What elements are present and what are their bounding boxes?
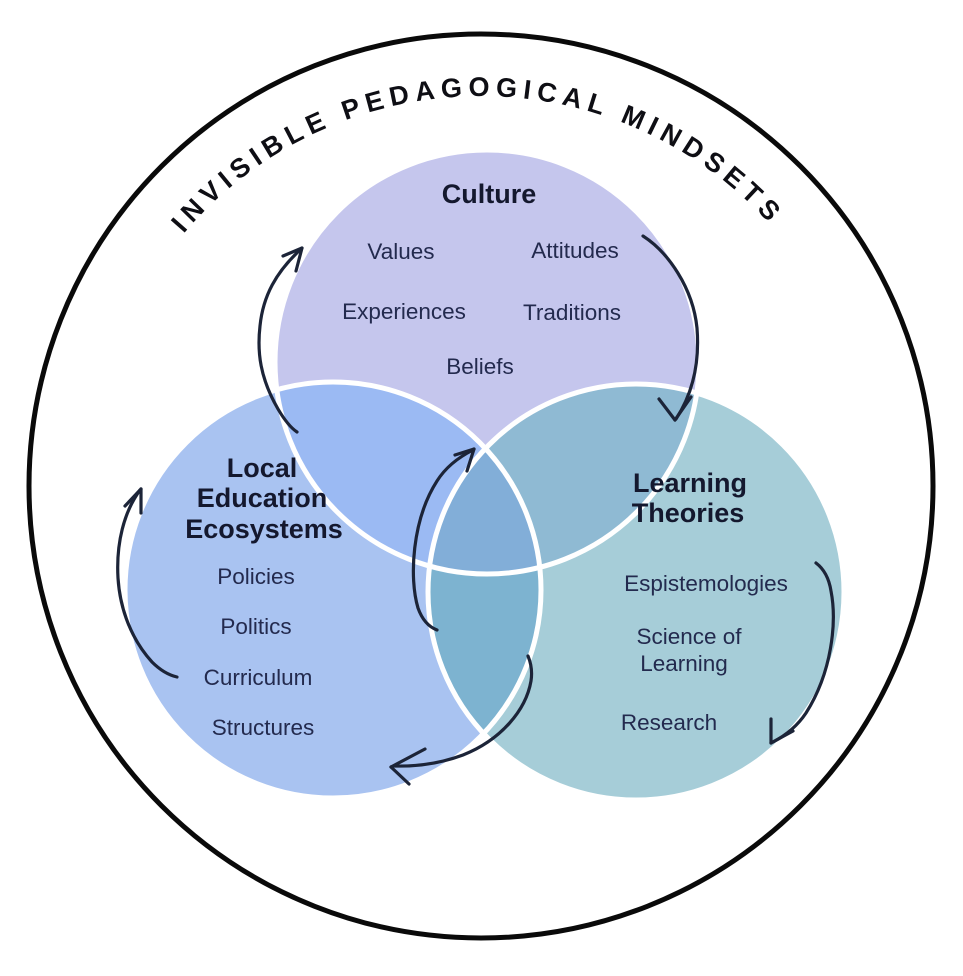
labels: Culture Values Attitudes Experiences Tra… xyxy=(185,179,788,740)
local-education-ecosystems-outline xyxy=(122,379,544,801)
lt-item-espistemologies: Espistemologies xyxy=(624,571,788,596)
overlap-culture-lee-fill xyxy=(275,382,541,574)
lt-title-group: Learning Theories xyxy=(632,468,747,528)
arrow-center-up xyxy=(411,447,476,632)
lee-item-curriculum: Curriculum xyxy=(204,665,313,690)
culture-outline xyxy=(272,147,702,577)
lt-title-line-1: Learning xyxy=(633,468,747,498)
arrow-culture-to-lt-right xyxy=(641,234,700,422)
culture-title: Culture xyxy=(442,179,537,209)
lee-title-group: Local Education Ecosystems xyxy=(185,453,343,544)
culture-items: Values Attitudes Experiences Traditions … xyxy=(342,238,621,379)
overlap-culture-lt xyxy=(428,384,699,574)
lee-title-line-3: Ecosystems xyxy=(185,514,343,544)
culture-item-beliefs: Beliefs xyxy=(446,354,514,379)
culture-item-attitudes: Attitudes xyxy=(531,238,619,263)
lee-item-policies: Policies xyxy=(217,564,295,589)
lee-title-line-2: Education xyxy=(197,483,328,513)
lt-item-science-learning: Learning xyxy=(640,651,728,676)
culture-item-values: Values xyxy=(367,239,434,264)
cycle-arrows xyxy=(116,234,835,786)
arrow-lee-outer-left xyxy=(116,487,179,679)
lt-item-research: Research xyxy=(621,710,717,735)
culture-item-traditions: Traditions xyxy=(523,300,621,325)
circle-fills xyxy=(125,150,844,800)
arrow-center-down xyxy=(389,654,534,786)
culture-title-group: Culture xyxy=(442,179,537,209)
overlap-culture-lt-fill xyxy=(428,384,699,574)
culture-item-experiences: Experiences xyxy=(342,299,466,324)
lt-item-science-of: Science of xyxy=(636,624,742,649)
overlap-culture-lee xyxy=(275,382,541,574)
lee-title-line-1: Local xyxy=(227,453,298,483)
lt-items: Espistemologies Science of Learning Rese… xyxy=(621,571,788,735)
lee-item-politics: Politics xyxy=(220,614,291,639)
lt-title-line-2: Theories xyxy=(632,498,745,528)
learning-theories-outline xyxy=(425,381,847,803)
arrow-lee-to-culture-left xyxy=(257,246,304,434)
lee-item-structures: Structures xyxy=(212,715,315,740)
arrow-lt-outer-right xyxy=(769,561,835,745)
circle-outlines xyxy=(122,147,847,803)
lee-items: Policies Politics Curriculum Structures xyxy=(204,564,315,740)
